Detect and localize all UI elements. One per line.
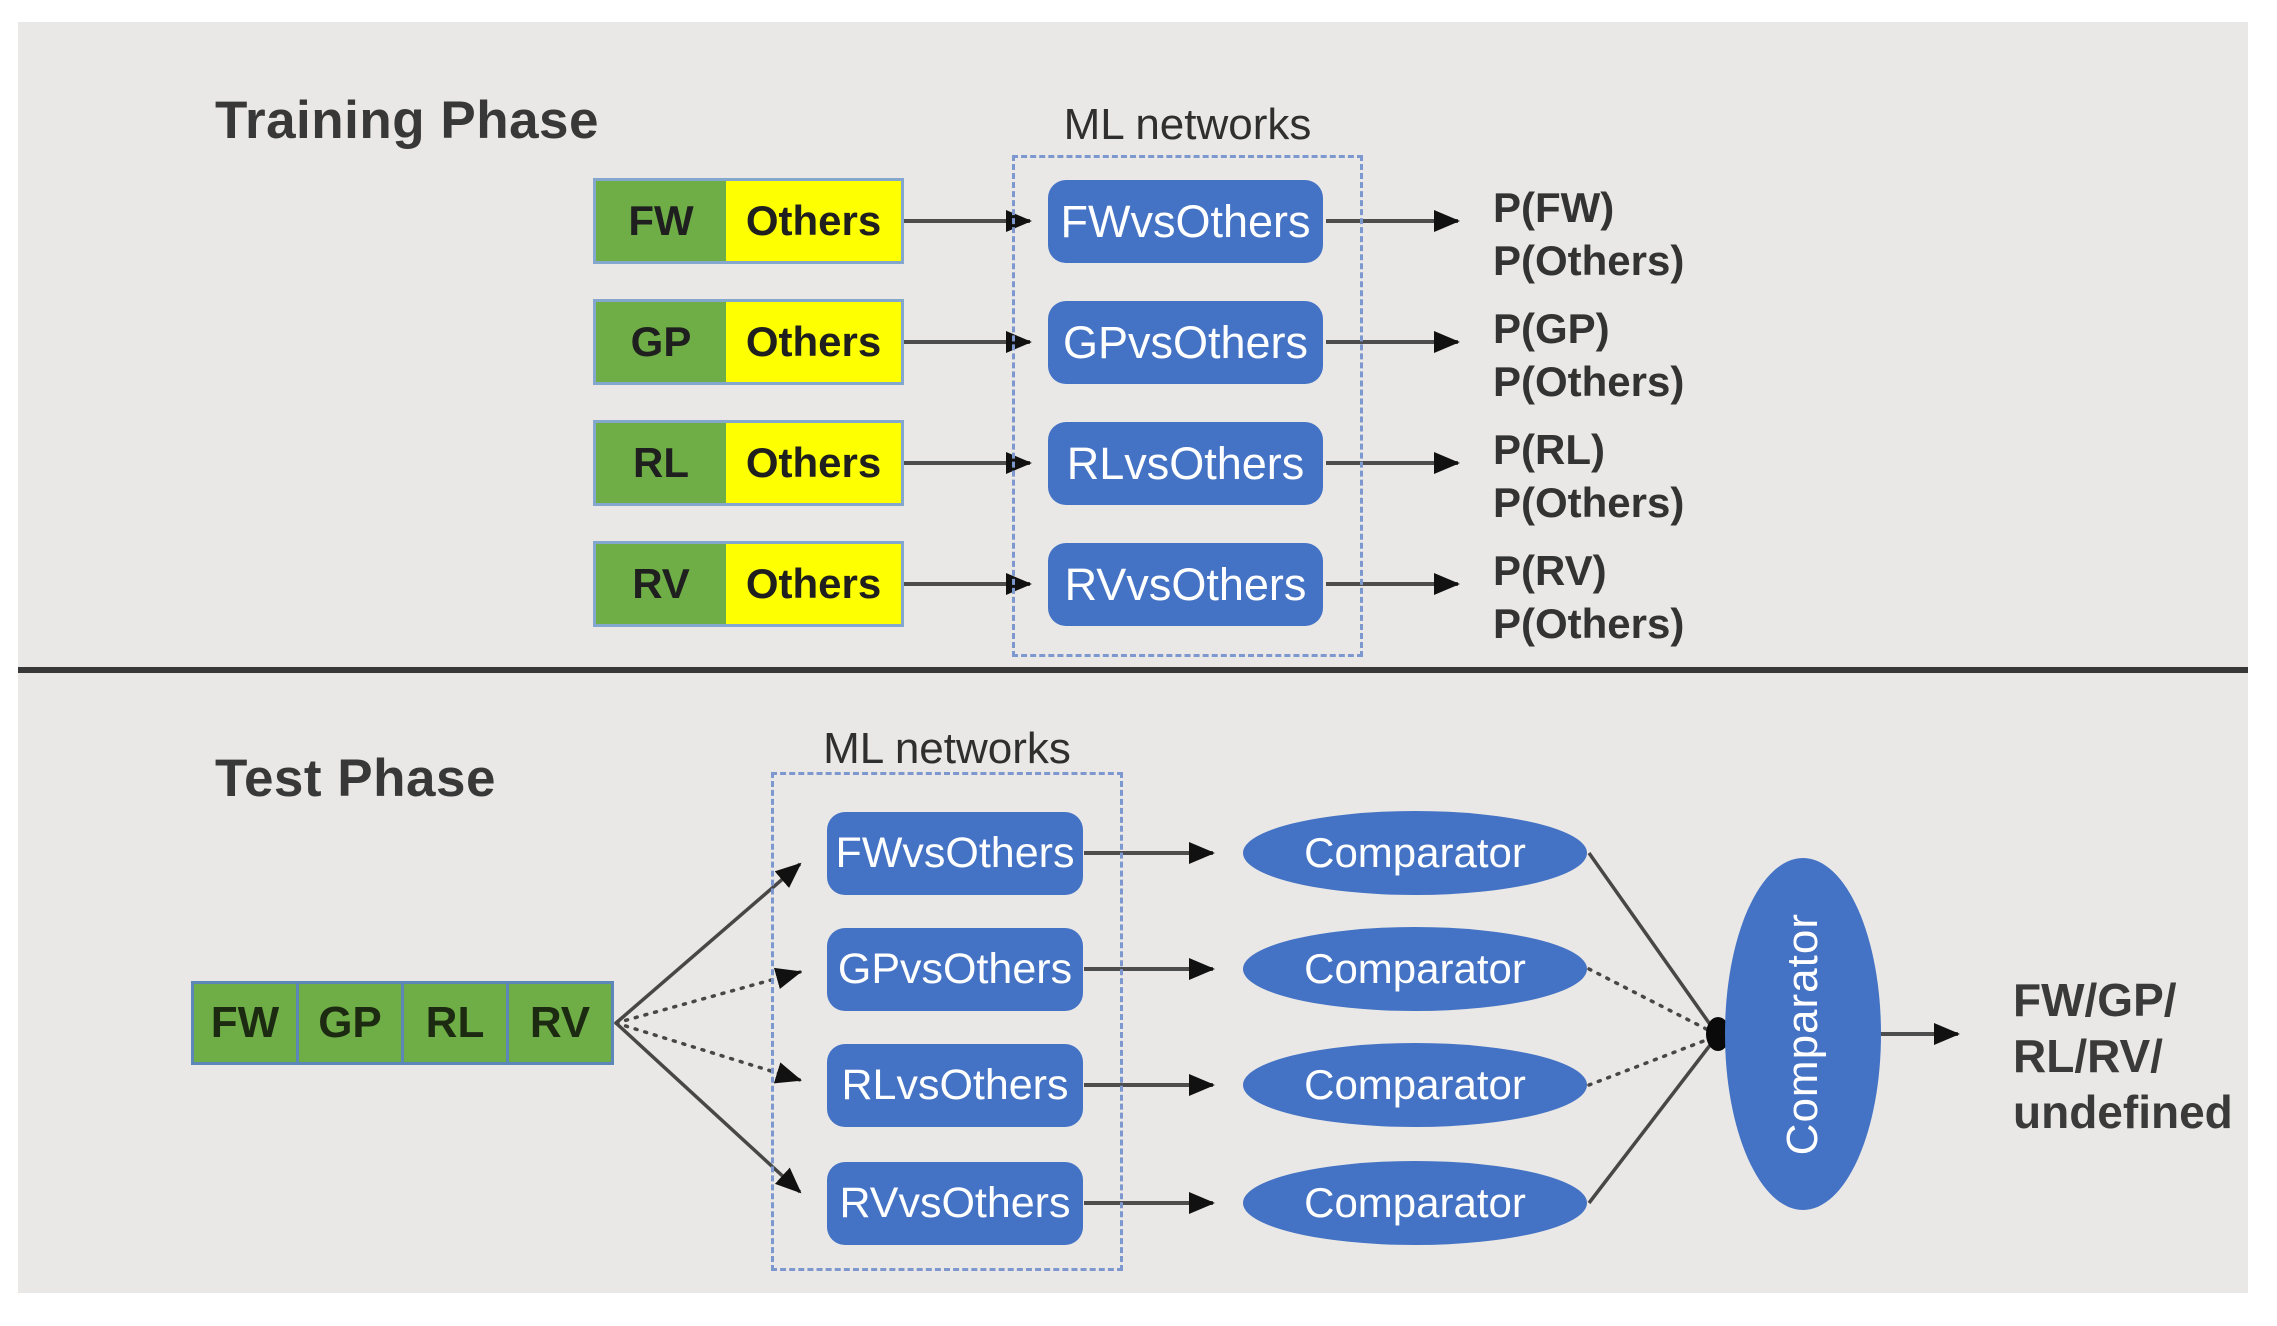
training-output-rv: P(RV) P(Others) xyxy=(1493,544,1684,650)
test-phase-title: Test Phase xyxy=(215,749,496,808)
training-phase-title: Training Phase xyxy=(215,91,600,150)
network-box-gpvsothers-test: GPvsOthers xyxy=(827,928,1083,1011)
final-comparator-label: Comparator xyxy=(1778,912,1827,1156)
p-class-gp: P(GP) xyxy=(1493,305,1610,352)
input-segment-rv: RV xyxy=(506,984,611,1062)
comparator-ellipse-fw: Comparator xyxy=(1243,811,1587,895)
training-output-fw: P(FW) P(Others) xyxy=(1493,181,1684,287)
test-input-box: FW GP RL RV xyxy=(191,981,614,1065)
test-ml-networks-label: ML networks xyxy=(823,724,1071,773)
others-cell-fw: Others xyxy=(726,181,901,261)
network-box-rvvsothers-train: RVvsOthers xyxy=(1048,543,1323,626)
p-class-fw: P(FW) xyxy=(1493,184,1615,231)
class-cell-rl: RL xyxy=(596,423,726,503)
training-input-gp: GP Others xyxy=(593,299,904,385)
comparator-ellipse-rl: Comparator xyxy=(1243,1043,1587,1127)
training-ml-networks-container xyxy=(1012,155,1363,657)
final-output-line-2: RL/RV/ xyxy=(2013,1030,2163,1082)
input-segment-rl: RL xyxy=(401,984,506,1062)
p-class-rl: P(RL) xyxy=(1493,426,1605,473)
training-ml-networks-label: ML networks xyxy=(1063,100,1312,149)
p-others-fw: P(Others) xyxy=(1493,237,1685,284)
final-output-line-1: FW/GP/ xyxy=(2013,974,2177,1026)
network-box-gpvsothers-train: GPvsOthers xyxy=(1048,301,1323,384)
p-class-rv: P(RV) xyxy=(1493,547,1607,594)
comparator-ellipse-rv: Comparator xyxy=(1243,1161,1587,1245)
network-box-rlvsothers-test: RLvsOthers xyxy=(827,1044,1083,1127)
others-cell-rl: Others xyxy=(726,423,901,503)
class-cell-rv: RV xyxy=(596,544,726,624)
training-output-rl: P(RL) P(Others) xyxy=(1493,423,1684,529)
final-output-line-3: undefined xyxy=(2013,1086,2233,1138)
input-segment-gp: GP xyxy=(296,984,401,1062)
network-box-fwvsothers-train: FWvsOthers xyxy=(1048,180,1323,263)
p-others-rl: P(Others) xyxy=(1493,479,1685,526)
test-ml-networks-container xyxy=(771,772,1123,1271)
final-output-text: FW/GP/ RL/RV/ undefined xyxy=(2013,972,2233,1140)
training-output-gp: P(GP) P(Others) xyxy=(1493,302,1684,408)
p-others-gp: P(Others) xyxy=(1493,358,1685,405)
network-box-fwvsothers-test: FWvsOthers xyxy=(827,812,1083,895)
training-input-fw: FW Others xyxy=(593,178,904,264)
network-box-rvvsothers-test: RVvsOthers xyxy=(827,1162,1083,1245)
class-cell-gp: GP xyxy=(596,302,726,382)
input-segment-fw: FW xyxy=(210,998,280,1047)
comparator-ellipse-gp: Comparator xyxy=(1243,927,1587,1011)
class-cell-fw: FW xyxy=(596,181,726,261)
final-comparator-ellipse: Comparator xyxy=(1725,858,1881,1210)
p-others-rv: P(Others) xyxy=(1493,600,1685,647)
training-input-rl: RL Others xyxy=(593,420,904,506)
network-box-rlvsothers-train: RLvsOthers xyxy=(1048,422,1323,505)
others-cell-rv: Others xyxy=(726,544,901,624)
others-cell-gp: Others xyxy=(726,302,901,382)
training-input-rv: RV Others xyxy=(593,541,904,627)
